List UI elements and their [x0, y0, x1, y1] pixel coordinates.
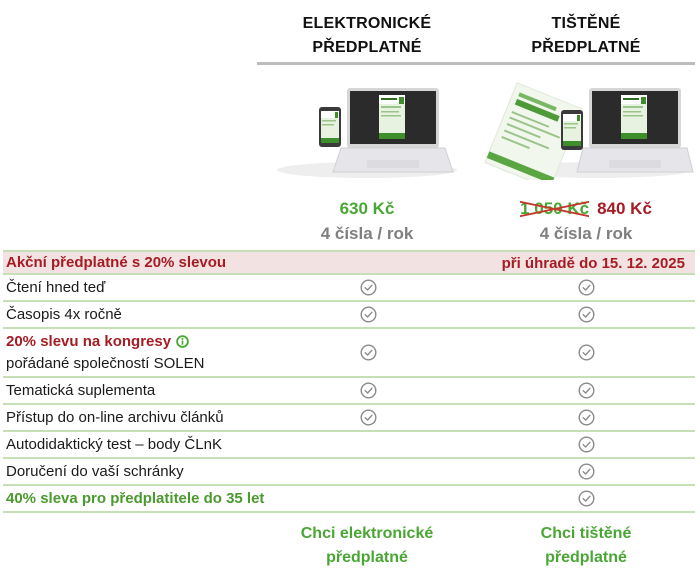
electronic-subscription-header: ELEKTRONICKÉ PŘEDPLATNÉ [257, 12, 477, 60]
print-check-icon [571, 432, 601, 457]
promo-row: Akční předplatné s 20% slevou při úhradě… [3, 252, 695, 275]
print-check-icon [571, 459, 601, 484]
feature-label: Autodidaktický test – body ČLnK [6, 435, 222, 453]
magazine-laptop-and-phone-image [477, 80, 695, 190]
strikethrough-cross [520, 200, 590, 218]
promo-label: Akční předplatné s 20% slevou [6, 253, 227, 271]
table-row: 20% slevu na kongresy pořádané společnos… [3, 329, 695, 378]
laptop-and-phone-image [257, 80, 477, 180]
print-check-icon [571, 378, 601, 403]
print-price-block: 1 050 Kč 840 Kč 4 čísla / rok [477, 197, 695, 246]
feature-label: Čtení hned teď [6, 278, 106, 296]
print-check-icon [571, 275, 601, 300]
print-check-icon [571, 486, 601, 511]
order-print-line1[interactable]: Chci tištěné [540, 525, 632, 542]
order-electronic-line2[interactable]: předplatné [326, 549, 408, 566]
electronic-check-icon [353, 405, 383, 430]
table-row: Autodidaktický test – body ČLnK [3, 432, 695, 459]
order-print-button[interactable]: Chci tištěné předplatné [477, 522, 695, 570]
order-electronic-button[interactable]: Chci elektronické předplatné [257, 522, 477, 570]
table-row: 40% sleva pro předplatitele do 35 let [3, 486, 695, 513]
electronic-check-icon [353, 302, 383, 327]
table-row: Čtení hned teď [3, 275, 695, 302]
feature-label: Doručení do vaší schránky [6, 462, 184, 480]
electronic-title-line2: PŘEDPLATNÉ [312, 39, 422, 56]
table-row: Doručení do vaší schránky [3, 459, 695, 486]
feature-label: Tematická suplementa [6, 381, 156, 399]
print-check-icon [571, 405, 601, 430]
print-title-line1: TIŠTĚNÉ [551, 15, 621, 32]
print-check-icon [571, 329, 601, 376]
print-price: 840 Kč [597, 199, 652, 218]
electronic-check-icon [353, 275, 383, 300]
feature-label: 40% sleva pro předplatitele do 35 let [6, 489, 265, 507]
table-row: Časopis 4x ročně [3, 302, 695, 329]
order-print-line2[interactable]: předplatné [545, 549, 627, 566]
promo-deadline: při úhradě do 15. 12. 2025 [501, 255, 685, 272]
electronic-period: 4 čísla / rok [320, 224, 414, 243]
feature-highlight: 20% slevu na kongresy [6, 332, 172, 350]
electronic-price: 630 Kč [339, 199, 395, 218]
electronic-price-block: 630 Kč 4 čísla / rok [257, 197, 477, 246]
electronic-title-line1: ELEKTRONICKÉ [302, 15, 432, 32]
print-period: 4 čísla / rok [539, 224, 633, 243]
electronic-check-icon [353, 329, 383, 376]
print-title-line2: PŘEDPLATNÉ [531, 39, 641, 56]
header-divider [257, 62, 695, 65]
print-subscription-header: TIŠTĚNÉ PŘEDPLATNÉ [477, 12, 695, 60]
table-row: Přístup do on-line archivu článků [3, 405, 695, 432]
electronic-check-icon [353, 378, 383, 403]
print-check-icon [571, 302, 601, 327]
table-row: Tematická suplementa [3, 378, 695, 405]
feature-label: 20% slevu na kongresy pořádané společnos… [3, 332, 257, 374]
info-icon[interactable] [176, 334, 189, 354]
feature-sublabel: pořádané společností SOLEN [6, 354, 205, 372]
feature-label: Časopis 4x ročně [6, 305, 122, 323]
feature-comparison-table: Akční předplatné s 20% slevou při úhradě… [3, 250, 695, 513]
feature-label: Přístup do on-line archivu článků [6, 408, 224, 426]
order-electronic-line1[interactable]: Chci elektronické [300, 525, 434, 542]
print-old-price: 1 050 Kč [520, 197, 590, 221]
